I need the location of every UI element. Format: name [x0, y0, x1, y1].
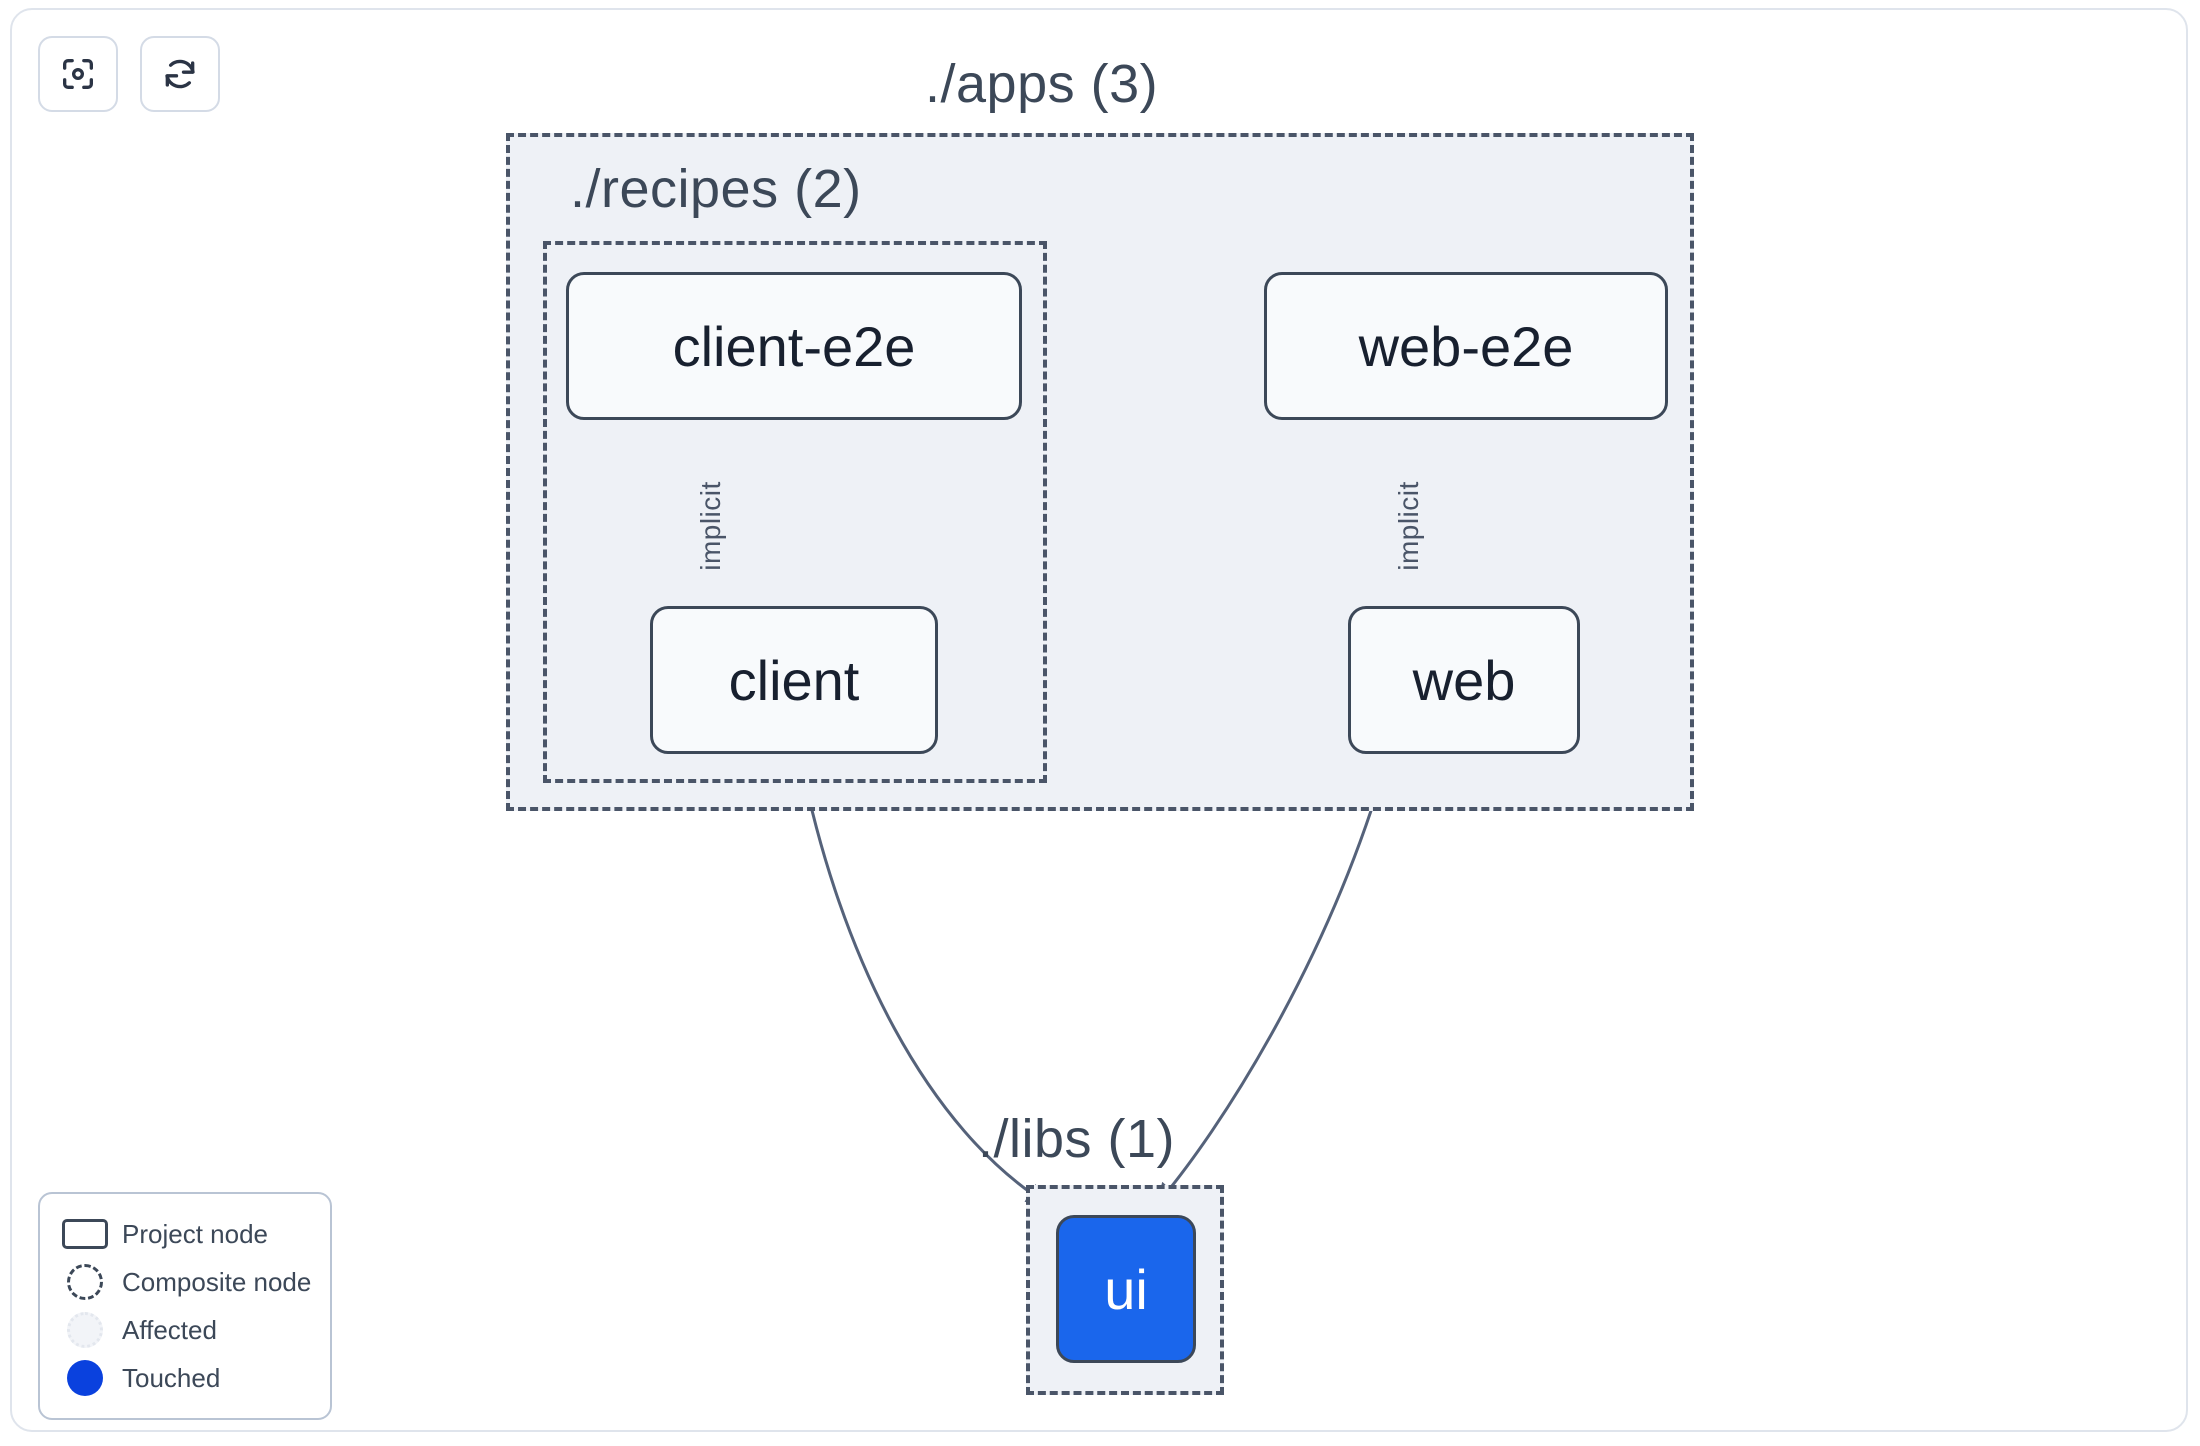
- graph-legend: Project node Composite node Affected Tou…: [38, 1192, 332, 1420]
- legend-item-project-node: Project node: [58, 1210, 312, 1258]
- legend-label-project-node: Project node: [122, 1218, 268, 1249]
- graph-toolbar: [38, 36, 220, 112]
- group-container-recipes[interactable]: [543, 241, 1047, 783]
- refresh-graph-button[interactable]: [140, 36, 220, 112]
- refresh-icon: [160, 54, 200, 94]
- composite-node-swatch: [58, 1264, 112, 1300]
- legend-label-touched: Touched: [122, 1362, 221, 1393]
- focus-graph-button[interactable]: [38, 36, 118, 112]
- project-node-web-e2e[interactable]: web-e2e: [1264, 272, 1668, 420]
- legend-label-composite-node: Composite node: [122, 1266, 312, 1297]
- edge-web-to-ui: [1156, 755, 1390, 1205]
- touched-swatch: [58, 1360, 112, 1396]
- edge-label-client-e2e-to-client: implicit: [694, 481, 726, 571]
- legend-label-affected: Affected: [122, 1314, 217, 1345]
- legend-item-composite-node: Composite node: [58, 1258, 312, 1306]
- project-node-ui[interactable]: ui: [1056, 1215, 1196, 1363]
- project-node-web[interactable]: web: [1348, 606, 1580, 754]
- legend-item-touched: Touched: [58, 1354, 312, 1402]
- project-node-client-e2e[interactable]: client-e2e: [566, 272, 1022, 420]
- affected-swatch: [58, 1312, 112, 1348]
- legend-item-affected: Affected: [58, 1306, 312, 1354]
- project-node-client[interactable]: client: [650, 606, 938, 754]
- group-label-apps: ./apps (3): [925, 54, 1159, 114]
- edge-label-web-e2e-to-web: implicit: [1392, 481, 1424, 571]
- group-label-libs: ./libs (1): [978, 1109, 1176, 1169]
- edge-client-to-ui: [798, 755, 1048, 1205]
- group-label-recipes: ./recipes (2): [570, 159, 862, 219]
- project-node-swatch: [58, 1219, 112, 1249]
- focus-target-icon: [58, 54, 98, 94]
